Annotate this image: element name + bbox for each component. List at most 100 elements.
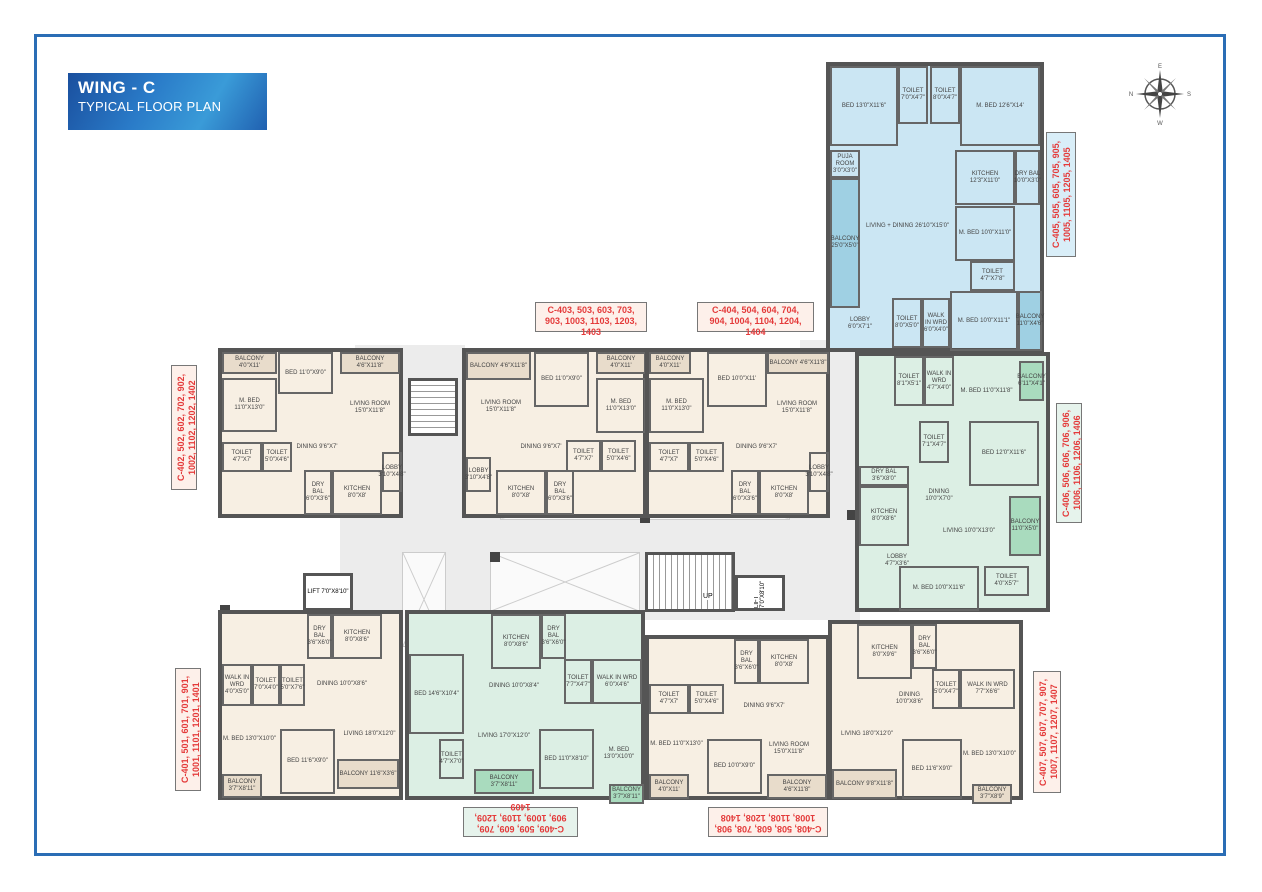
flat-c402[interactable]: BALCONY 4'0"X11' BALCONY 4'6"X11'8" BED … — [218, 348, 406, 518]
unit-label-c405: C-405, 505, 605, 705, 905, 1005, 1105, 1… — [1046, 132, 1076, 257]
flat-c409[interactable]: KITCHEN 8'0"X8'6" DRY BAL 3'6"X6'0" BED … — [405, 610, 645, 804]
room-dry-balcony: DRY BAL 6'0"X3'6" — [731, 470, 759, 515]
room-balcony: BALCONY 6'11"X4'1" — [1017, 361, 1046, 401]
unit-label-c403: C-403, 503, 603, 703, 903, 1003, 1103, 1… — [535, 302, 647, 337]
room-dining: DINING 10'0"X7'0" — [925, 489, 953, 502]
room-dining: DINING 9'6"X7' — [743, 703, 785, 709]
room-balcony: BALCONY 3'7"X8'11" — [474, 769, 534, 794]
room-toilet: TOILET 8'1"X5'1" — [894, 356, 924, 406]
room-balcony: BALCONY 4'0"X11' — [596, 352, 646, 374]
svg-text:S: S — [1187, 92, 1191, 98]
room-dining: DINING 9'6"X7' — [296, 443, 338, 450]
room-dry-balcony: DRY BAL 3'6"X6'0" — [734, 639, 759, 684]
room-dry-balcony: DRY BAL 10'0"X3'0" — [1014, 150, 1041, 205]
lift-left: LIFT 7'0"X8'10" — [303, 573, 353, 611]
room-walk-in-wardrobe: WALK IN WRD 6'0"X4'6" — [592, 659, 642, 704]
room-dry-balcony: DRY BAL 3'6"X6'0" — [912, 624, 937, 669]
room-toilet: TOILET 4'7"X7' — [649, 684, 689, 714]
room-toilet: TOILET 7'0"X4'0" — [252, 664, 280, 706]
room-kitchen: KITCHEN 8'0"X8' — [496, 470, 546, 515]
unit-label-c406: C-406, 506, 606, 706, 906, 1006, 1106, 1… — [1056, 403, 1082, 523]
room-balcony: BALCONY 4'6"X11'8" — [340, 352, 400, 374]
room-bed: BED 12'0"X11'6" — [969, 421, 1039, 486]
flat-c408[interactable]: DRY BAL 3'6"X6'0" KITCHEN 8'0"X8' TOILET… — [645, 635, 830, 800]
flat-c406[interactable]: TOILET 8'1"X5'1" WALK IN WRD 4'7"X4'0" M… — [855, 352, 1050, 612]
flat-c405[interactable]: BED 13'0"X11'6" TOILET 7'0"X4'7" TOILET … — [826, 62, 1044, 352]
room-master-bed: M. BED 11'0"X13'0" — [650, 740, 703, 747]
unit-label-c401: C-401, 501, 601, 701, 901, 1001, 1101, 1… — [175, 668, 201, 791]
room-balcony: BALCONY 4'6"X11'8" — [767, 352, 829, 374]
room-toilet: TOILET 4'7"X7' — [649, 442, 689, 472]
plan-title-box: WING - C TYPICAL FLOOR PLAN — [68, 73, 267, 130]
lift-core: LIFT 7'0"X8'10" — [735, 575, 785, 611]
room-living: LIVING 18'0"X12'0" — [343, 730, 396, 737]
room-balcony: BALCONY 4'6"X11'8" — [466, 352, 531, 380]
room-master-bed: M. BED 10'0"X11'1" — [950, 291, 1018, 351]
room-balcony: BALCONY 4'0"X11' — [649, 774, 689, 799]
room-toilet: TOILET 5'0"X4'6" — [689, 442, 724, 472]
room-puja: PUJA ROOM 3'0"X3'0" — [830, 150, 860, 178]
room-walk-in-wardrobe: WALK IN WRD 4'0"X5'0" — [222, 664, 252, 706]
room-kitchen: KITCHEN 8'0"X8' — [332, 470, 382, 515]
room-master-bed: M. BED 13'0"X10'0" — [223, 735, 276, 742]
room-dining: DINING 10'0"X8'6" — [895, 692, 924, 705]
room-toilet: TOILET 5'0"X4'6" — [262, 442, 292, 472]
room-balcony: BALCONY 11'0"X5'0" — [1009, 496, 1041, 556]
plan-title: WING - C — [78, 78, 156, 97]
room-toilet: TOILET 7'0"X4'7" — [898, 66, 928, 124]
room-walk-in-wardrobe: WALK IN WRD 4'7"X4'0" — [924, 356, 954, 406]
room-living: LIVING ROOM 15'0"X11'8" — [776, 401, 817, 414]
room-kitchen: KITCHEN 8'0"X8'6" — [332, 614, 382, 659]
room-balcony: BALCONY 11'0"X4'6" — [1016, 291, 1044, 351]
room-dining: DINING 10'0"X8'4" — [489, 683, 539, 689]
room-dry-balcony: DRY BAL 6'0"X3'6" — [304, 470, 332, 515]
flat-c404[interactable]: BALCONY 4'0"X11' BED 10'0"X11' BALCONY 4… — [645, 348, 833, 518]
room-dry-balcony: DRY BAL 3'6"X8'0" — [859, 466, 909, 486]
compass-rose-icon: E N S W — [1128, 62, 1192, 127]
flat-c407[interactable]: KITCHEN 8'0"X9'6" DRY BAL 3'6"X6'0" DINI… — [828, 620, 1023, 804]
room-balcony: BALCONY 4'0"X11' — [649, 352, 691, 374]
room-toilet: TOILET 8'0"X4'7" — [930, 66, 960, 124]
svg-text:W: W — [1157, 121, 1163, 126]
room-balcony: BALCONY 4'6"X11'8" — [767, 774, 827, 799]
room-balcony: BALCONY 11'6"X3'6" — [337, 759, 399, 789]
room-toilet: TOILET 4'7"X7'0" — [439, 739, 464, 779]
column — [640, 513, 650, 523]
room-master-bed: M. BED 10'0"X11'0" — [955, 206, 1015, 261]
room-toilet: TOILET 5'0"X4'6" — [601, 440, 636, 472]
staircase-lower: UP — [645, 552, 735, 612]
stair-up-label: UP — [703, 593, 713, 600]
shaft-void-center — [490, 552, 640, 612]
compass-east: E — [1158, 64, 1162, 70]
room-kitchen: KITCHEN 8'0"X8'6" — [491, 614, 541, 669]
unit-label-c404: C-404, 504, 604, 704, 904, 1004, 1104, 1… — [697, 302, 814, 337]
svg-text:N: N — [1129, 92, 1133, 98]
room-toilet: TOILET 5'0"X4'6" — [689, 684, 724, 714]
room-master-bed: M. BED 11'0"X13'0" — [222, 378, 277, 432]
room-master-bed: M. BED 11'0"X13'0" — [649, 378, 704, 433]
room-dining: DINING 9'6"X7' — [520, 443, 562, 450]
room-toilet: TOILET 8'0"X5'0" — [892, 298, 922, 348]
room-dining: DINING 10'0"X8'6" — [317, 680, 367, 687]
flat-c403[interactable]: BALCONY 4'6"X11'8" BED 11'0"X9'0" BALCON… — [462, 348, 647, 518]
room-master-bed: M. BED 13'0"X10'0" — [603, 747, 635, 760]
room-bed: BED 14'6"X10'4" — [409, 654, 464, 734]
room-dining: DINING 9'6"X7' — [735, 443, 778, 450]
room-kitchen: KITCHEN 8'0"X8' — [759, 639, 809, 684]
room-walk-in-wardrobe: WALK IN WRD 7'7"X6'6" — [960, 669, 1015, 709]
room-walk-in-wardrobe: WALK IN WRD 6'0"X4'0" — [922, 298, 950, 348]
room-dry-balcony: DRY BAL 3'6"X6'0" — [307, 614, 332, 659]
room-toilet: TOILET 4'7"X7' — [222, 442, 262, 472]
room-dry-balcony: DRY BAL 3'6"X6'0" — [541, 614, 566, 659]
room-bed: BED 10'0"X11' — [707, 352, 767, 407]
room-living: LIVING 17'0"X12'0" — [478, 733, 530, 739]
unit-label-c408: C-408, 508, 608, 708, 908, 1008, 1108, 1… — [708, 807, 828, 837]
room-living: LIVING ROOM 15'0"X11'8" — [768, 742, 809, 755]
room-kitchen: KITCHEN 8'0"X8' — [759, 470, 809, 515]
room-bed: BED 11'0"X8'10" — [539, 729, 594, 789]
room-bed: BED 10'0"X9'0" — [707, 739, 762, 794]
room-toilet: TOILET 5'0"X7'6" — [280, 664, 305, 706]
room-bed: BED 11'0"X9'0" — [278, 352, 333, 394]
flat-c401[interactable]: DRY BAL 3'6"X6'0" KITCHEN 8'0"X8'6" WALK… — [218, 610, 403, 800]
room-lobby: LOBBY 3'10"X4'8" — [465, 457, 492, 492]
